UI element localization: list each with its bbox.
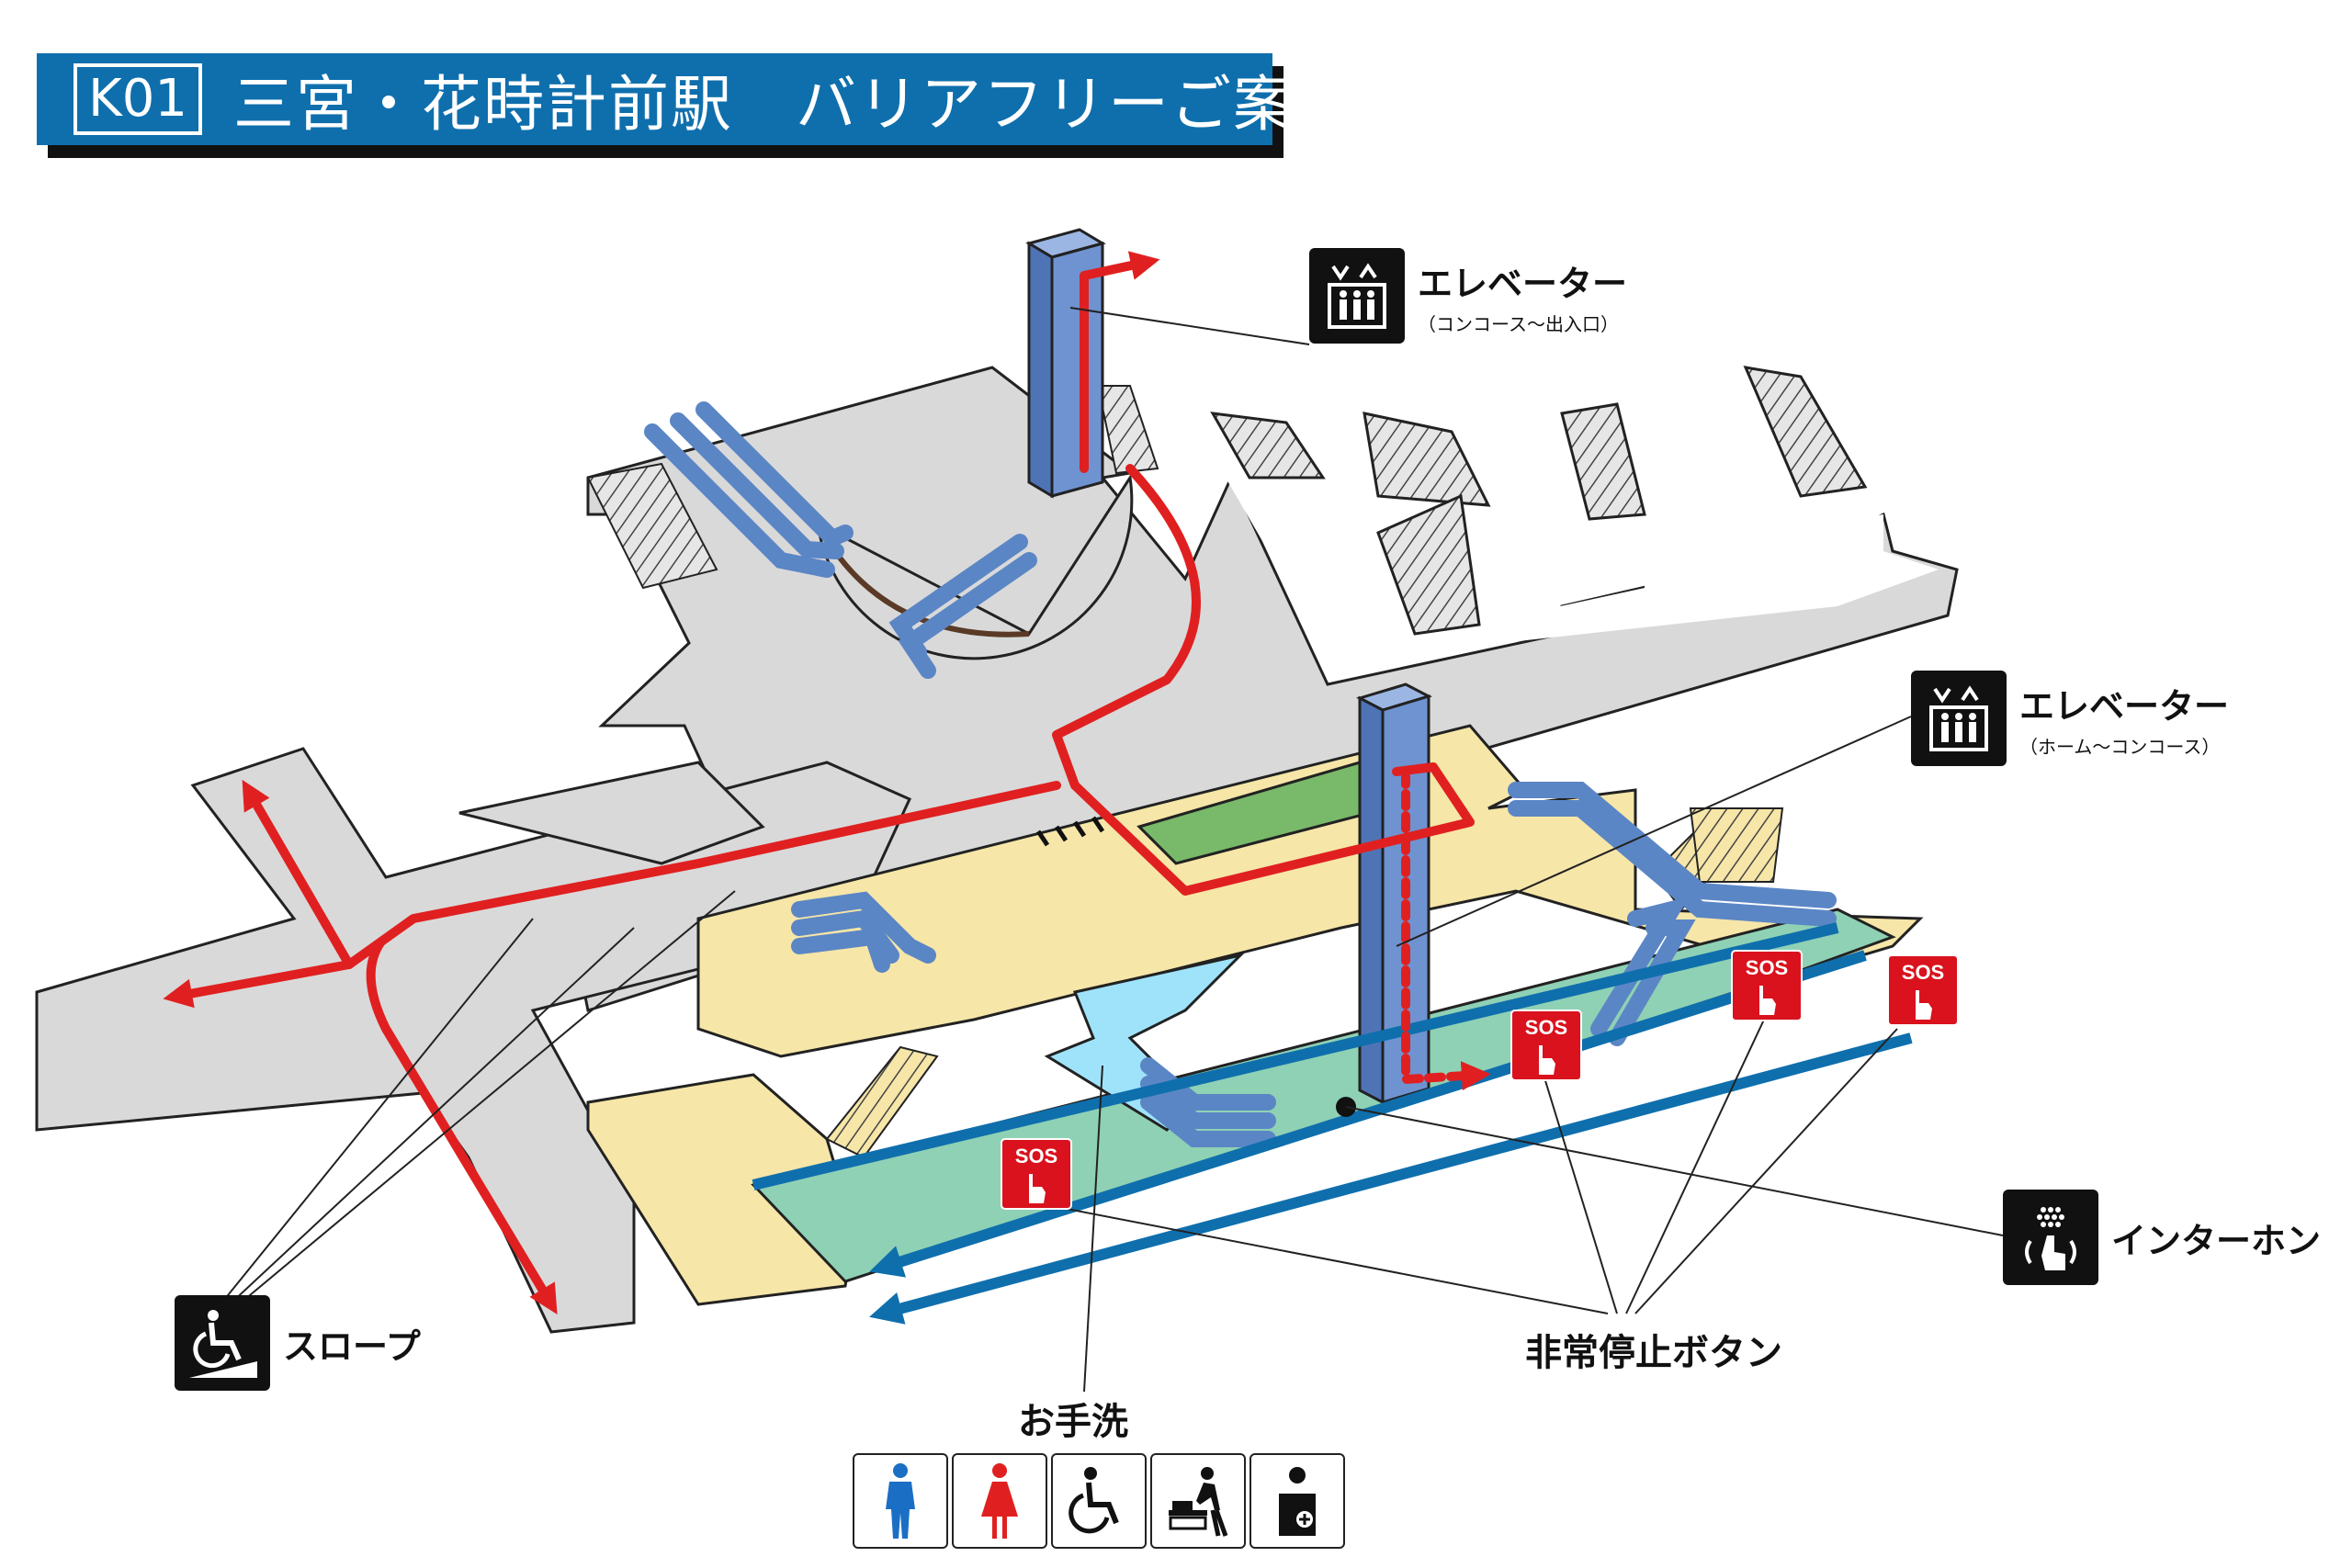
wheelchair-slope-icon (175, 1295, 270, 1391)
legend-elevator-lower: エレベーター （ホーム〜コンコース） (1911, 671, 2229, 766)
baby-changing-icon (1150, 1453, 1246, 1549)
accessible-toilet-icon (1051, 1453, 1147, 1549)
legend-elevator-upper: エレベーター （コンコース〜出入口） (1309, 248, 1627, 344)
legend-emergency-label: 非常停止ボタン (1525, 1332, 1782, 1374)
male-toilet-icon (853, 1453, 948, 1549)
legend-restroom-label: お手洗 (1018, 1401, 1128, 1443)
legend-elevator-upper-label: エレベーター (1418, 264, 1628, 304)
svg-text:SOS: SOS (1746, 956, 1788, 979)
svg-text:SOS: SOS (1525, 1016, 1567, 1039)
station-code-badge: K01 (74, 63, 202, 135)
female-toilet-icon (952, 1453, 1047, 1549)
page-title: 三宮・花時計前駅 バリアフリーご案内図 (232, 69, 1420, 140)
ostomate-icon (1250, 1453, 1345, 1549)
intercom-icon (2003, 1190, 2098, 1285)
legend-intercom: インターホン (2003, 1190, 2321, 1285)
sos-badge: SOS (1887, 954, 1959, 1026)
concourse-area (35, 366, 1959, 1334)
legend-elevator-lower-sub: （ホーム〜コンコース） (2019, 736, 2221, 758)
escalator-platform (791, 782, 1837, 1147)
elevator-icon (1309, 248, 1405, 344)
restroom-icon-row (853, 1453, 1345, 1549)
escalator-plaza (888, 534, 1037, 679)
right-wing-area (1199, 366, 1939, 661)
elevator-upper (1025, 228, 1106, 499)
gate-marks (1035, 816, 1105, 847)
elevator-lower (1356, 682, 1432, 1105)
sos-badge: SOS (1731, 950, 1803, 1021)
legend-slope-label: スロープ (283, 1325, 421, 1367)
sos-badge: SOS (1510, 1010, 1582, 1081)
legend-intercom-label: インターホン (2111, 1220, 2322, 1261)
svg-text:SOS: SOS (1015, 1145, 1057, 1168)
sos-badge: SOS (1001, 1138, 1072, 1210)
legend-slope: スロープ (175, 1295, 421, 1391)
legend-elevator-upper-sub: （コンコース〜出入口） (1418, 313, 1619, 335)
barrier-free-route (163, 251, 1491, 1314)
leader-lines (220, 307, 2004, 1393)
legend-elevator-lower-label: エレベーター (2019, 686, 2230, 727)
svg-text:SOS: SOS (1902, 961, 1944, 984)
elevator-icon (1911, 671, 2007, 766)
title-banner: K01 三宮・花時計前駅 バリアフリーご案内図 (37, 53, 1419, 145)
escalator-upper (644, 401, 854, 578)
